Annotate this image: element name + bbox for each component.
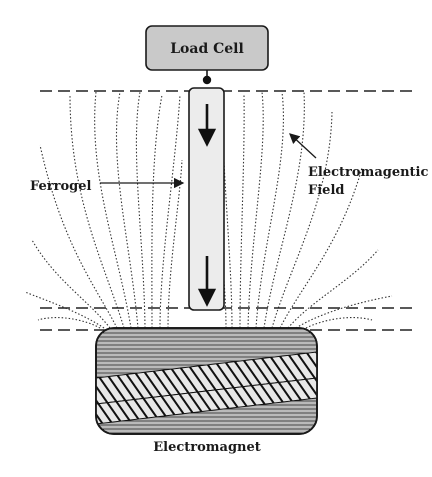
load-cell: Load Cell — [145, 25, 269, 71]
electromagnet-label: Electromagnet — [153, 440, 261, 455]
connector-node — [202, 75, 212, 85]
field-label-line1: Electromagentic — [308, 165, 428, 180]
force-arrow-top — [197, 104, 217, 147]
load-cell-label: Load Cell — [170, 41, 244, 57]
field-lines-right — [213, 91, 393, 329]
field-lines-left — [24, 91, 183, 329]
electromagnet-coil — [96, 351, 317, 425]
electromagnet — [95, 327, 318, 435]
boundary-lines — [40, 90, 412, 331]
ferrogel-callout: Ferrogel — [30, 177, 185, 194]
field-label-line2: Field — [308, 183, 344, 198]
field-callout: Electromagentic Field — [289, 133, 428, 198]
ferrogel-label: Ferrogel — [30, 179, 92, 194]
force-arrow-bottom — [197, 256, 217, 307]
ferrogel-rod — [188, 87, 225, 311]
